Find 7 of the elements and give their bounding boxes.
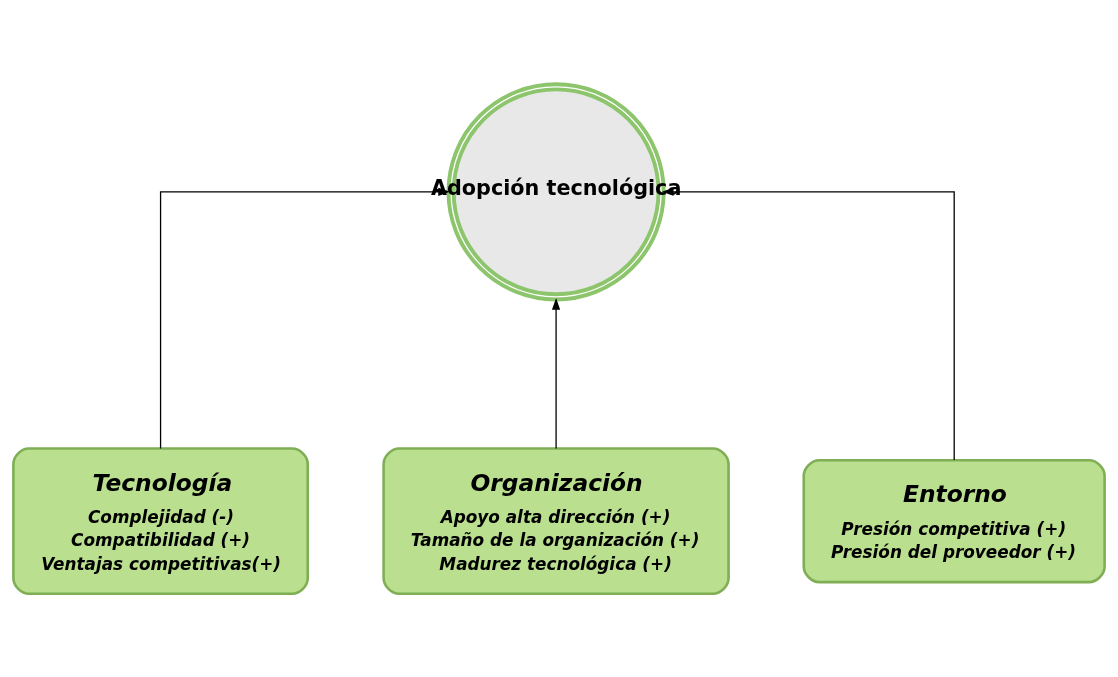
- arrow: [159, 187, 450, 449]
- node-box: Organización Apoyo alta dirección (+) Tamaño de la organización (+) Madurez tecnológica (+): [382, 446, 730, 595]
- node-label: Adopción tecnológica: [430, 175, 682, 200]
- arrow: [661, 187, 955, 461]
- node-box: Tecnología Complejidad (-) Compatibilidad (+) Ventajas competitivas(+): [12, 446, 310, 595]
- arrow: [552, 297, 561, 449]
- node-box: Entorno Presión competitiva (+) Presión del proveedor (+): [802, 458, 1106, 583]
